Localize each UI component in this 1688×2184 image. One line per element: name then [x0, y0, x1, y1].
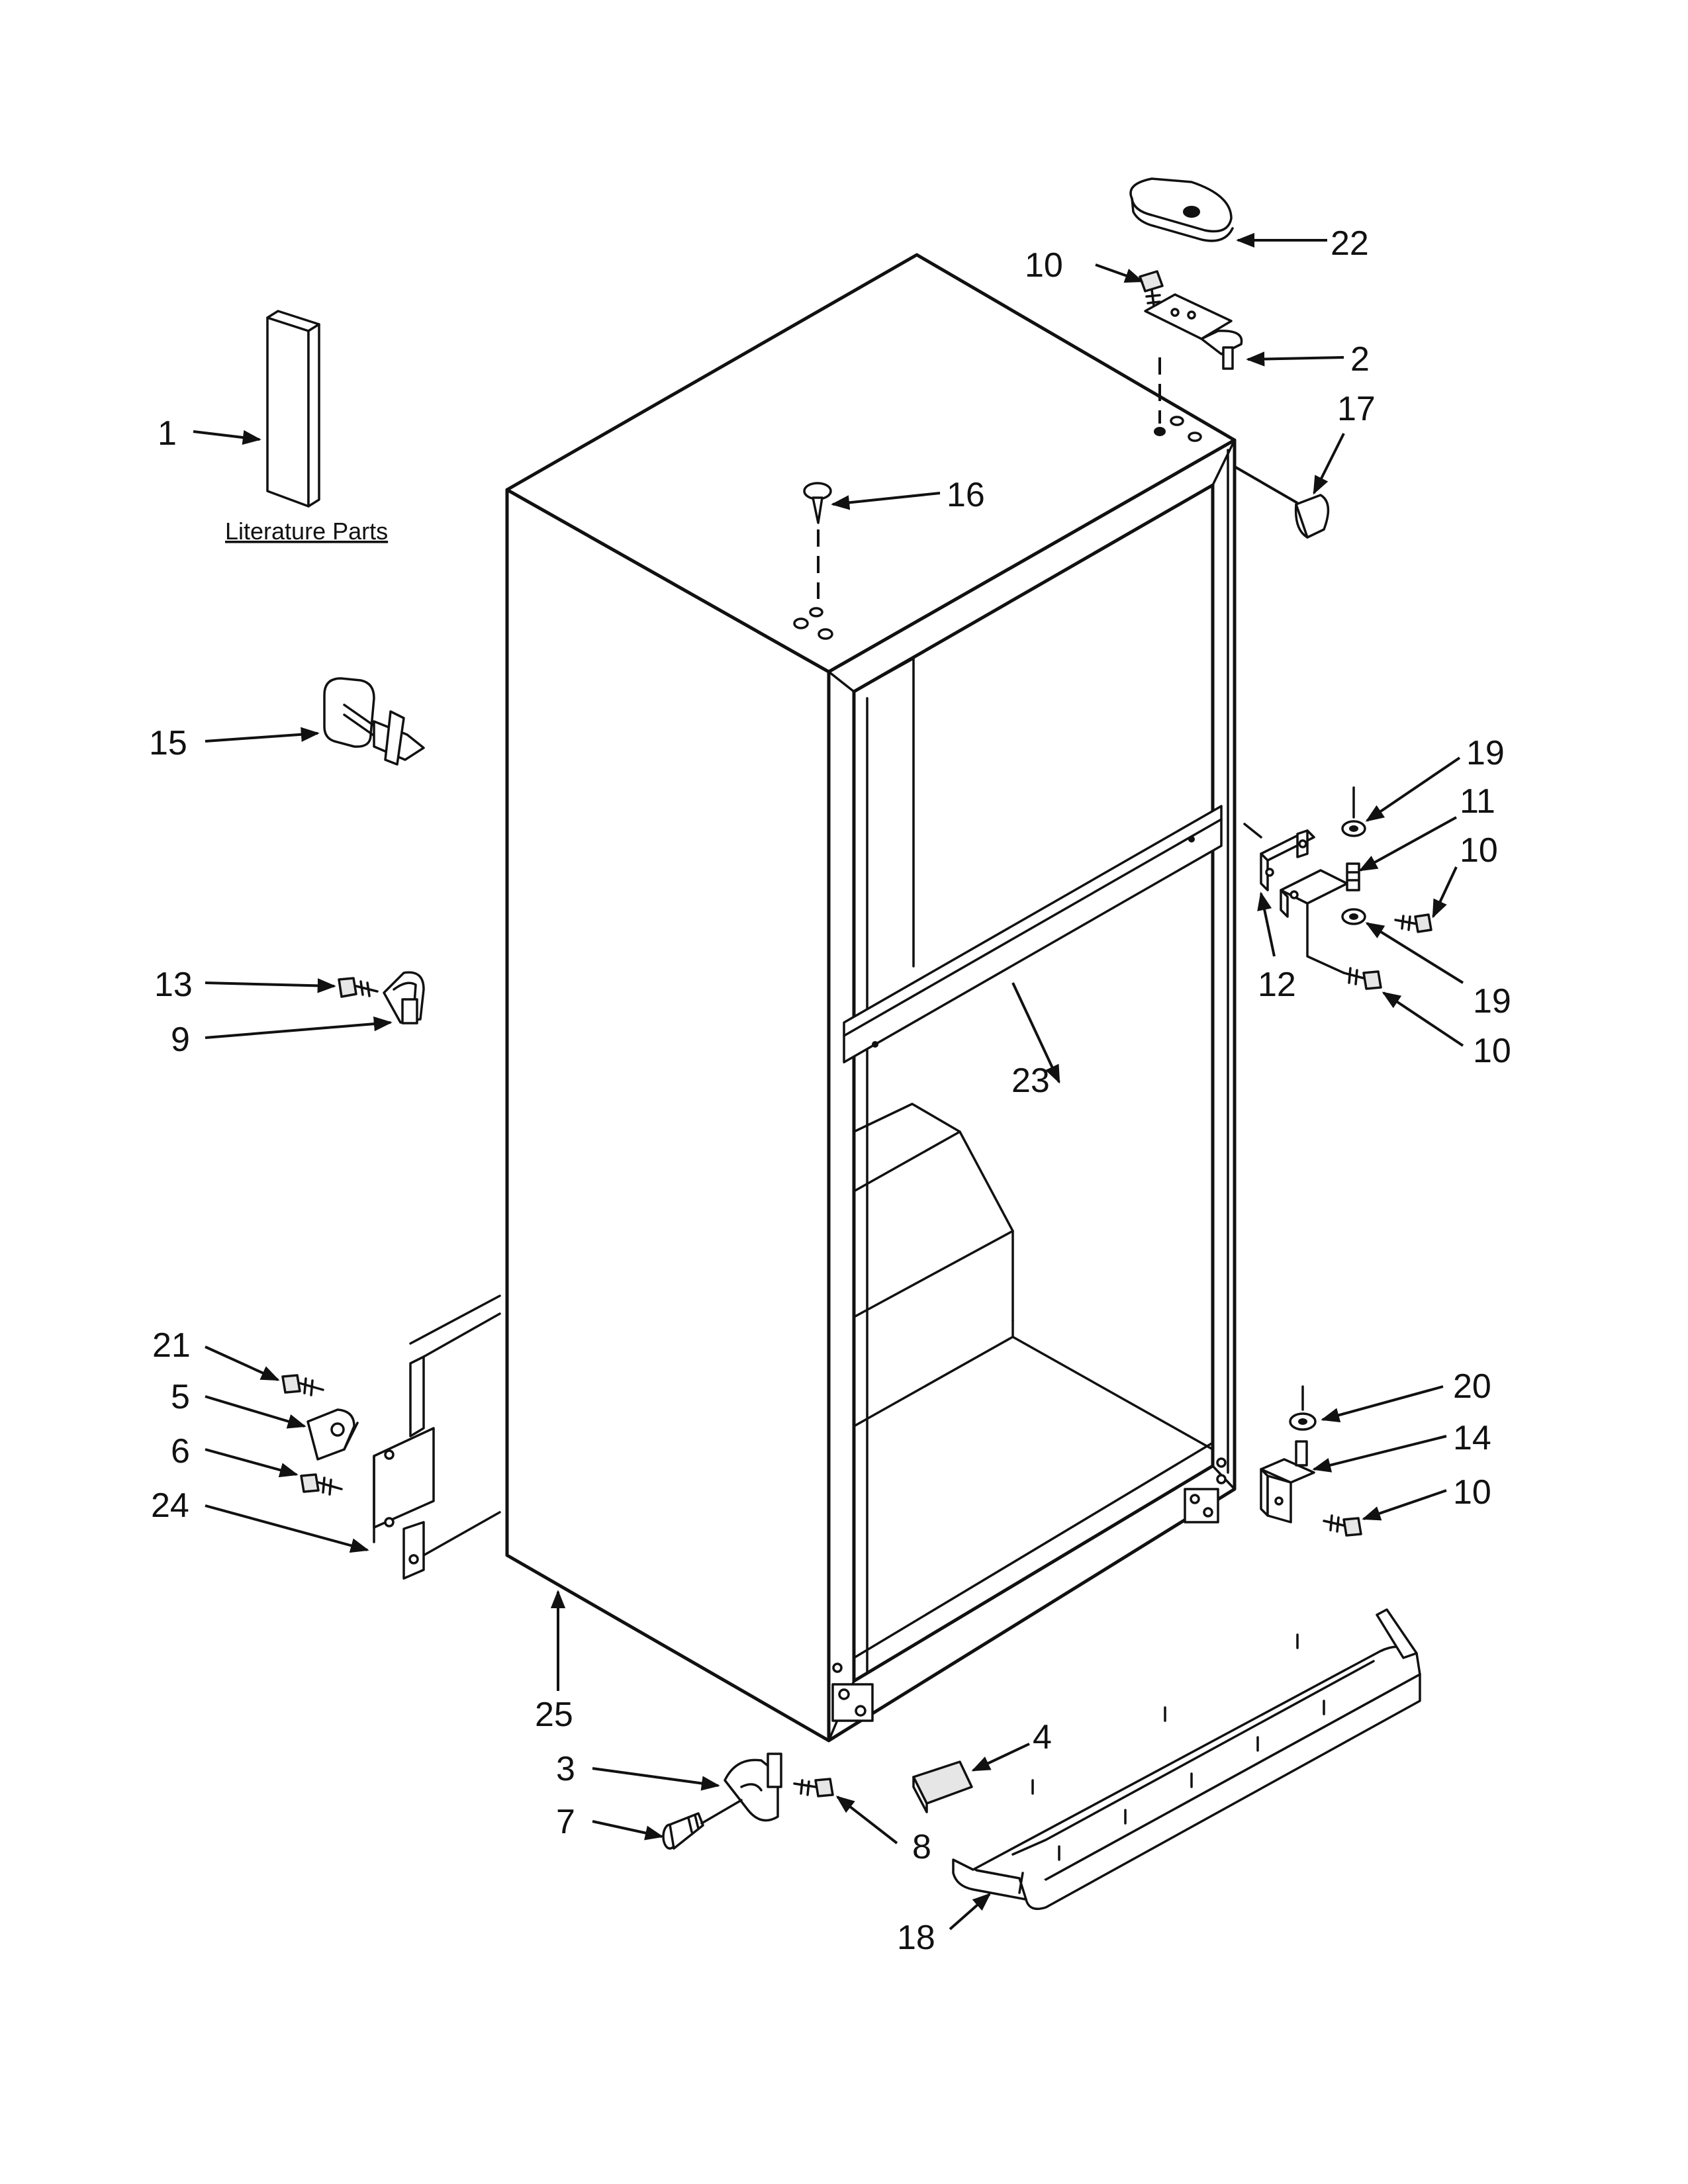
callout-10-bottom: 10	[1453, 1473, 1491, 1512]
callout-4: 4	[1033, 1718, 1052, 1756]
callout-5: 5	[171, 1378, 190, 1416]
literature-booklet	[266, 310, 320, 508]
literature-parts-label: Literature Parts	[225, 518, 388, 545]
callout-8: 8	[912, 1828, 931, 1866]
callout-10-top: 10	[1025, 246, 1063, 285]
toe-grille	[952, 1608, 1421, 1910]
callout-6: 6	[171, 1432, 190, 1471]
cabinet	[505, 253, 1237, 1743]
hinge-pin	[1346, 862, 1360, 891]
bottom-hinge	[1260, 1440, 1315, 1524]
callout-3: 3	[556, 1750, 575, 1788]
callout-14: 14	[1453, 1419, 1491, 1457]
hinge-screw-middle-lower	[1342, 967, 1382, 990]
grille-clip	[912, 1760, 973, 1813]
callout-15: 15	[149, 724, 187, 762]
leveling-screw-lower	[300, 1473, 343, 1496]
callout-7: 7	[556, 1803, 575, 1841]
callout-19-upper: 19	[1466, 734, 1505, 772]
callout-11: 11	[1460, 782, 1495, 821]
hinge-screw-top	[1139, 270, 1164, 312]
hinge-trim-cover	[1233, 465, 1330, 539]
cabinet-plug	[803, 482, 832, 599]
hinge-screw-middle-right	[1394, 913, 1432, 933]
callout-17: 17	[1337, 390, 1376, 428]
roller-bracket-screw	[793, 1778, 834, 1797]
center-hinge	[1243, 823, 1348, 974]
callout-25: 25	[535, 1696, 573, 1734]
leveling-screw-upper	[281, 1374, 324, 1396]
bottom-hinge-washer	[1289, 1385, 1317, 1431]
callout-12: 12	[1258, 966, 1296, 1004]
callout-9: 9	[171, 1021, 190, 1059]
door-closure	[383, 971, 425, 1024]
callout-20: 20	[1453, 1367, 1491, 1406]
callout-21: 21	[152, 1326, 191, 1365]
callout-18: 18	[897, 1919, 935, 1957]
top-hinge	[1144, 293, 1243, 424]
bottom-mounting-bracket	[373, 1355, 435, 1580]
callout-13: 13	[154, 966, 193, 1004]
callout-23: 23	[1011, 1062, 1050, 1100]
callout-22: 22	[1331, 224, 1369, 263]
callout-24: 24	[151, 1486, 189, 1525]
hinge-cover-top	[1129, 177, 1234, 242]
callout-2: 2	[1350, 340, 1370, 379]
callout-10-middle: 10	[1460, 831, 1498, 870]
bottom-hinge-screw	[1323, 1514, 1362, 1537]
callout-numbers: 1 2 3 4 5 6 7 8 9 10 10 10 10 11 12 13 1…	[149, 224, 1511, 1957]
door-stop	[323, 677, 425, 766]
callout-1: 1	[158, 414, 177, 453]
front-roller-bracket	[724, 1752, 782, 1822]
cabinet-rear-edge-lines	[409, 1295, 501, 1557]
leader-lines	[193, 232, 1464, 1931]
callout-19-lower: 19	[1473, 982, 1511, 1021]
door-closure-screw	[338, 977, 379, 998]
roller-bracket	[306, 1408, 359, 1461]
leveling-leg	[662, 1799, 743, 1850]
hinge-washer-lower	[1341, 908, 1366, 925]
callout-16: 16	[947, 476, 985, 514]
hinge-washer-upper	[1341, 786, 1366, 837]
callout-10-middle-lower: 10	[1473, 1032, 1511, 1070]
